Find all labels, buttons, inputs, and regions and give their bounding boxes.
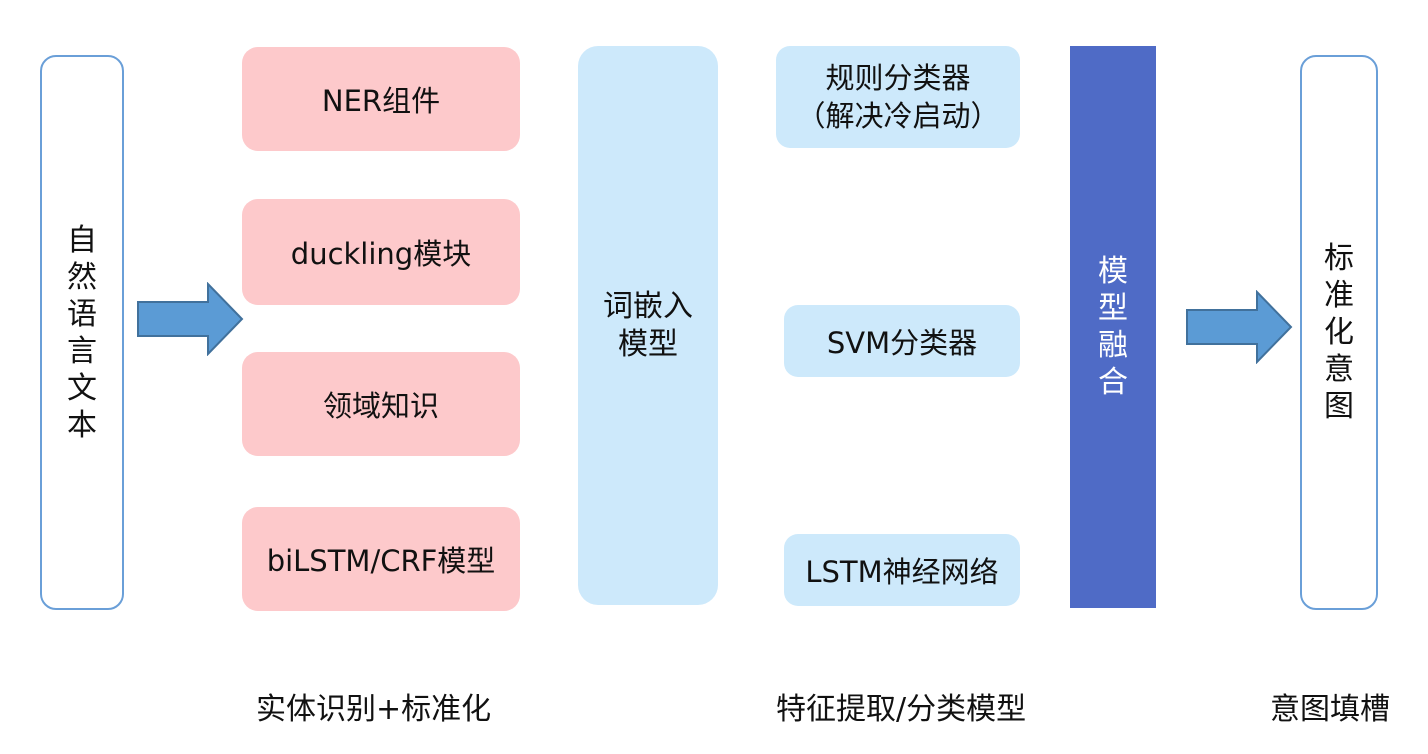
svm-classifier: SVM分类器	[784, 305, 1020, 377]
vertical-char: 意	[1324, 352, 1354, 387]
arrow-right-icon	[137, 282, 244, 356]
entity-module-label: NER组件	[321, 84, 441, 118]
entity-module-duckling: duckling模块	[242, 199, 520, 305]
vertical-char: 准	[1324, 278, 1354, 313]
output-text: 标准化意图	[1324, 240, 1354, 425]
lstm-network-label: LSTM神经网络	[805, 555, 999, 589]
vertical-char: 文	[67, 370, 97, 406]
vertical-char: 然	[67, 259, 97, 295]
vertical-char: 融	[1098, 328, 1128, 363]
output-box: 标准化意图	[1300, 55, 1378, 610]
input-box: 自然语言文本	[40, 55, 124, 610]
svm-classifier-label: SVM分类器	[826, 326, 978, 360]
entity-module-domain-knowledge: 领域知识	[242, 352, 520, 456]
entity-module-label: 领域知识	[322, 389, 439, 423]
embedding-model-box: 词嵌入 模型	[578, 46, 718, 605]
embedding-model-line1: 词嵌入	[603, 288, 693, 324]
entity-module-label: biLSTM/CRF模型	[266, 544, 496, 578]
caption-stage3: 意图填槽	[1270, 692, 1390, 727]
vertical-char: 合	[1098, 365, 1128, 400]
caption-stage1: 实体识别+标准化	[256, 692, 492, 727]
embedding-model-line2: 模型	[618, 326, 678, 362]
entity-module-ner: NER组件	[242, 47, 520, 151]
rule-classifier: 规则分类器 （解决冷启动）	[776, 46, 1020, 148]
vertical-char: 本	[67, 407, 97, 443]
vertical-char: 标	[1324, 241, 1354, 276]
model-fusion-box: 模型融合	[1070, 46, 1156, 608]
rule-classifier-title: 规则分类器	[825, 61, 971, 95]
entity-module-bilstm-crf: biLSTM/CRF模型	[242, 507, 520, 611]
vertical-char: 模	[1098, 254, 1128, 289]
model-fusion-text: 模型融合	[1098, 253, 1128, 401]
caption-stage2: 特征提取/分类模型	[776, 692, 1027, 727]
input-text: 自然语言文本	[67, 222, 97, 444]
vertical-char: 图	[1324, 389, 1354, 424]
vertical-char: 言	[67, 333, 97, 369]
vertical-char: 型	[1098, 291, 1128, 326]
entity-module-label: duckling模块	[290, 237, 472, 271]
vertical-char: 语	[67, 296, 97, 332]
vertical-char: 化	[1324, 315, 1354, 350]
vertical-char: 自	[67, 222, 97, 258]
arrow-right-icon	[1186, 290, 1293, 364]
lstm-network: LSTM神经网络	[784, 534, 1020, 606]
rule-classifier-note: （解决冷启动）	[796, 99, 1000, 133]
